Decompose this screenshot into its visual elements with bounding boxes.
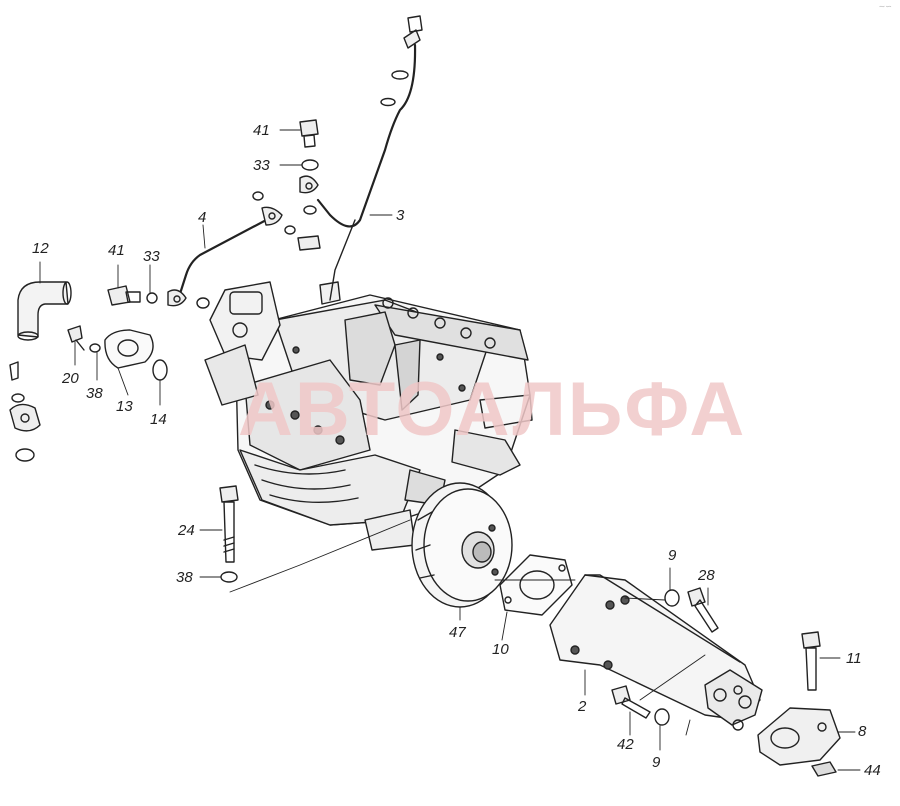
leader-lines [39,129,861,771]
washer-9-low [654,708,670,726]
watermark: АВТОАЛЬФА [238,367,747,452]
callout-11: 11 [846,650,862,667]
washer-top-b [303,205,317,215]
callout-9-top: 9 [668,547,677,564]
washer-38-left [89,343,101,353]
key-44 [811,761,837,777]
callout-28: 28 [698,567,715,584]
bolt-line4 [297,235,321,251]
washer-33-top [301,159,319,171]
washer-33-left [146,292,158,304]
bolt-42 [611,685,651,719]
callout-13: 13 [116,398,133,415]
callout-4: 4 [198,209,207,226]
washer-line4-b [284,225,296,235]
callout-38-low: 38 [176,569,193,586]
bolt-28 [687,587,719,633]
callout-38-left: 38 [86,385,103,402]
callout-10: 10 [492,641,509,658]
pump-housing [204,281,533,551]
hose-12 [17,281,72,341]
ring-14 [152,359,168,381]
bolt-41-left [107,285,141,306]
callout-12: 12 [32,240,49,257]
washer-left-b [196,297,210,309]
callout-41-top: 41 [253,122,270,139]
bolt-24 [219,485,239,563]
callout-33-left: 33 [143,248,160,265]
callout-2: 2 [578,698,587,715]
bolt-20 [67,325,85,351]
washer-line4-a [252,191,264,201]
callout-44: 44 [864,762,881,779]
callout-14: 14 [150,411,167,428]
callout-20: 20 [62,370,79,387]
callout-47: 47 [449,624,466,641]
fuel-line-4 [167,206,283,307]
callout-9-low: 9 [652,754,661,771]
callout-33-top: 33 [253,157,270,174]
callout-8: 8 [858,723,867,740]
bolt-41-top [299,119,319,148]
gasket-13 [104,329,154,369]
washer-38-low [220,571,238,583]
callout-3: 3 [396,207,405,224]
fitting-far-left [9,361,41,462]
bolt-11 [801,631,821,691]
callout-41-left: 41 [108,242,125,259]
clamp-8 [757,707,841,766]
callout-42: 42 [617,736,634,753]
washer-9-top [664,589,680,607]
fuel-line-3 [299,15,423,301]
corner-mark: ∼∽ [878,2,892,11]
callout-24: 24 [178,522,195,539]
coupling-47 [411,482,513,608]
gasket-10 [499,554,573,616]
bracket-2 [549,574,763,731]
